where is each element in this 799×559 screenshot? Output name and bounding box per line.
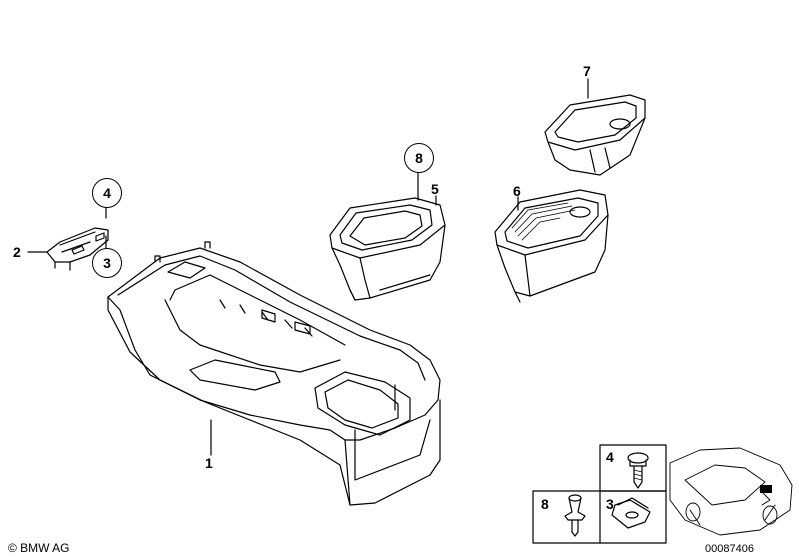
- part-label-7[interactable]: 7: [583, 63, 591, 79]
- car-silhouette: [669, 447, 793, 536]
- center-console-part: [107, 241, 441, 506]
- part-label-2[interactable]: 2: [13, 244, 21, 260]
- copyright-text: © BMW AG: [8, 541, 70, 555]
- part-label-5[interactable]: 5: [431, 181, 439, 197]
- legend-label-8: 8: [541, 496, 549, 512]
- storage-tray-part: [329, 197, 446, 301]
- small-tray-part: [544, 94, 646, 176]
- callout-8[interactable]: 8: [404, 143, 434, 173]
- legend-box: [532, 444, 667, 544]
- callout-3[interactable]: 3: [92, 248, 122, 278]
- diagram-ref-number: 00087406: [705, 543, 754, 555]
- legend-label-3: 3: [606, 496, 614, 512]
- ashtray-part: [494, 189, 609, 303]
- callout-4[interactable]: 4: [92, 178, 122, 208]
- part-label-1[interactable]: 1: [205, 455, 213, 471]
- legend-label-4: 4: [606, 449, 614, 465]
- bracket-part: [46, 227, 109, 271]
- part-label-6[interactable]: 6: [513, 183, 521, 199]
- leader-lines: [27, 78, 589, 456]
